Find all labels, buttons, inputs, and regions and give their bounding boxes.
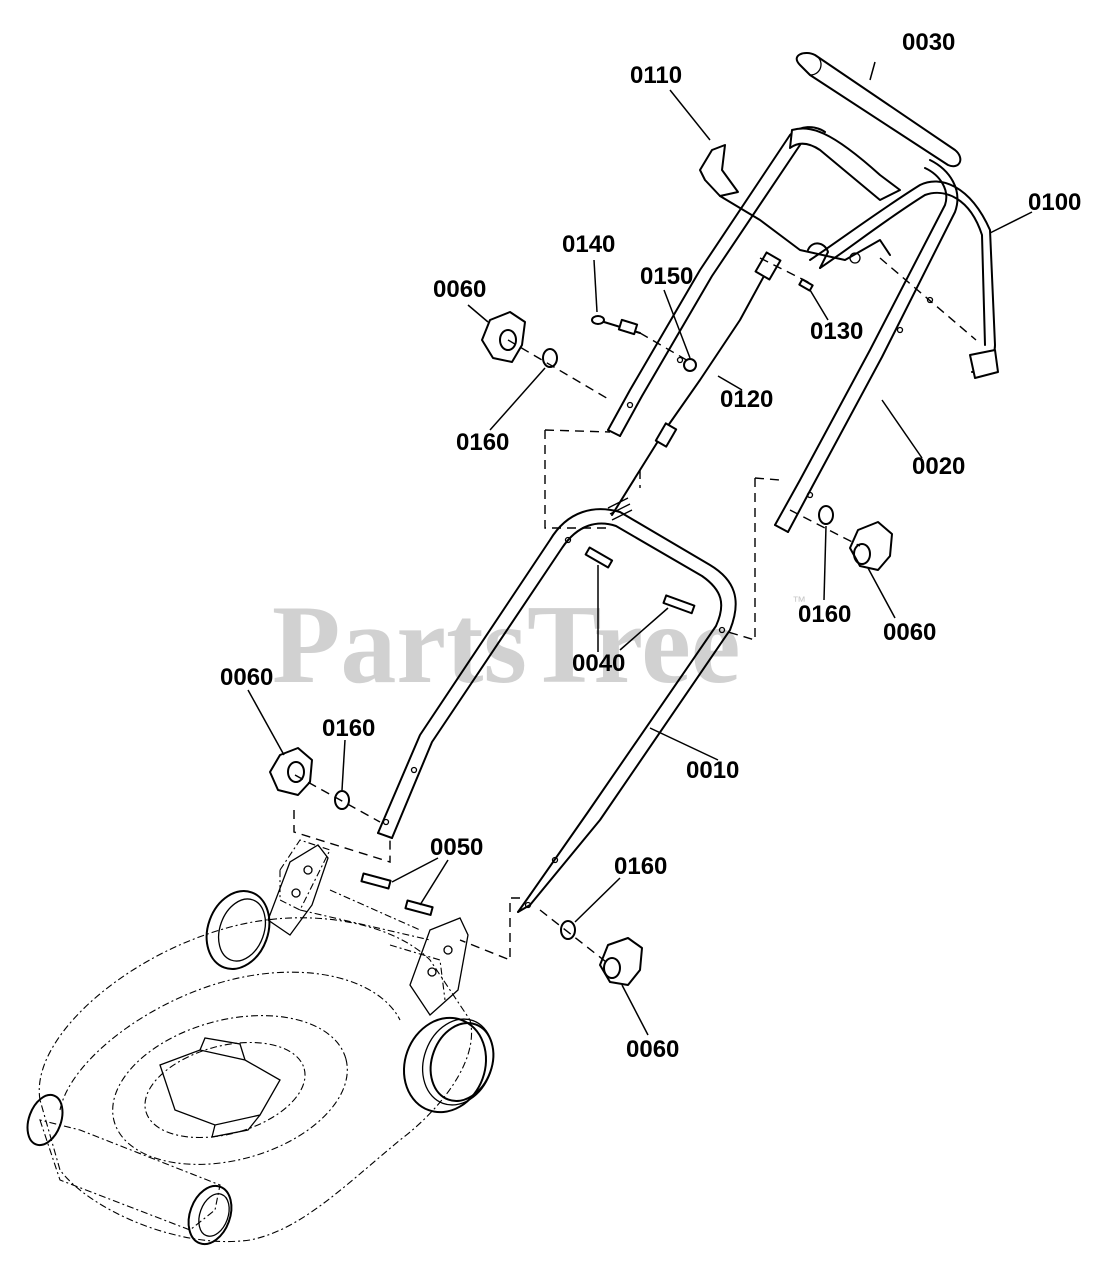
label-0020: 0020 [912,453,965,480]
bolt-0050-b [404,899,434,916]
label-0150: 0150 [640,263,693,290]
bolt-0040-a [584,546,614,569]
bolt-0050-a [360,872,392,890]
label-0160-left: 0160 [322,715,375,742]
control-lever [699,144,891,269]
leader-lines [247,61,1033,1036]
label-0140: 0140 [562,231,615,258]
washer-right [818,505,834,525]
washer-top [542,348,558,368]
label-0060-bottom: 0060 [626,1036,679,1063]
label-0100: 0100 [1028,189,1081,216]
control-cable [607,251,782,521]
label-0060-top: 0060 [433,276,486,303]
knob-top [481,311,526,363]
label-0060-left: 0060 [220,664,273,691]
label-0050: 0050 [430,834,483,861]
locknut [683,358,697,372]
label-0010: 0010 [686,757,739,784]
knob-left [269,747,313,796]
watermark-trademark: ™ [792,593,806,609]
label-0110: 0110 [630,62,682,89]
label-0040: 0040 [572,650,625,677]
assembly-lines [293,257,977,966]
upper-handle [607,126,959,533]
wheel-rear-right [402,1016,495,1114]
part-labels: 0030 0110 0100 0140 0150 0060 0130 0120 … [220,29,1081,1063]
bolt-0040-b [662,594,696,615]
label-0160-top: 0160 [456,429,509,456]
label-0160-bottom: 0160 [614,853,667,880]
clevis-pin [591,315,641,336]
label-0130: 0130 [810,318,863,345]
wheel-front-left [26,1093,64,1147]
washer-left [334,790,350,810]
washer-bottom [560,920,576,940]
wheel-front-right [187,1184,233,1246]
knob-right [849,521,893,571]
label-0060-right: 0060 [883,619,936,646]
operator-bail [809,180,999,379]
knob-bottom [599,937,643,986]
handle-grip [795,52,962,168]
label-0120: 0120 [720,386,773,413]
wheel-rear-left [205,890,271,970]
watermark: PartsTree [272,583,741,707]
label-0030: 0030 [902,29,955,56]
lower-handle [377,508,737,913]
label-0160-right: 0160 [798,601,851,628]
